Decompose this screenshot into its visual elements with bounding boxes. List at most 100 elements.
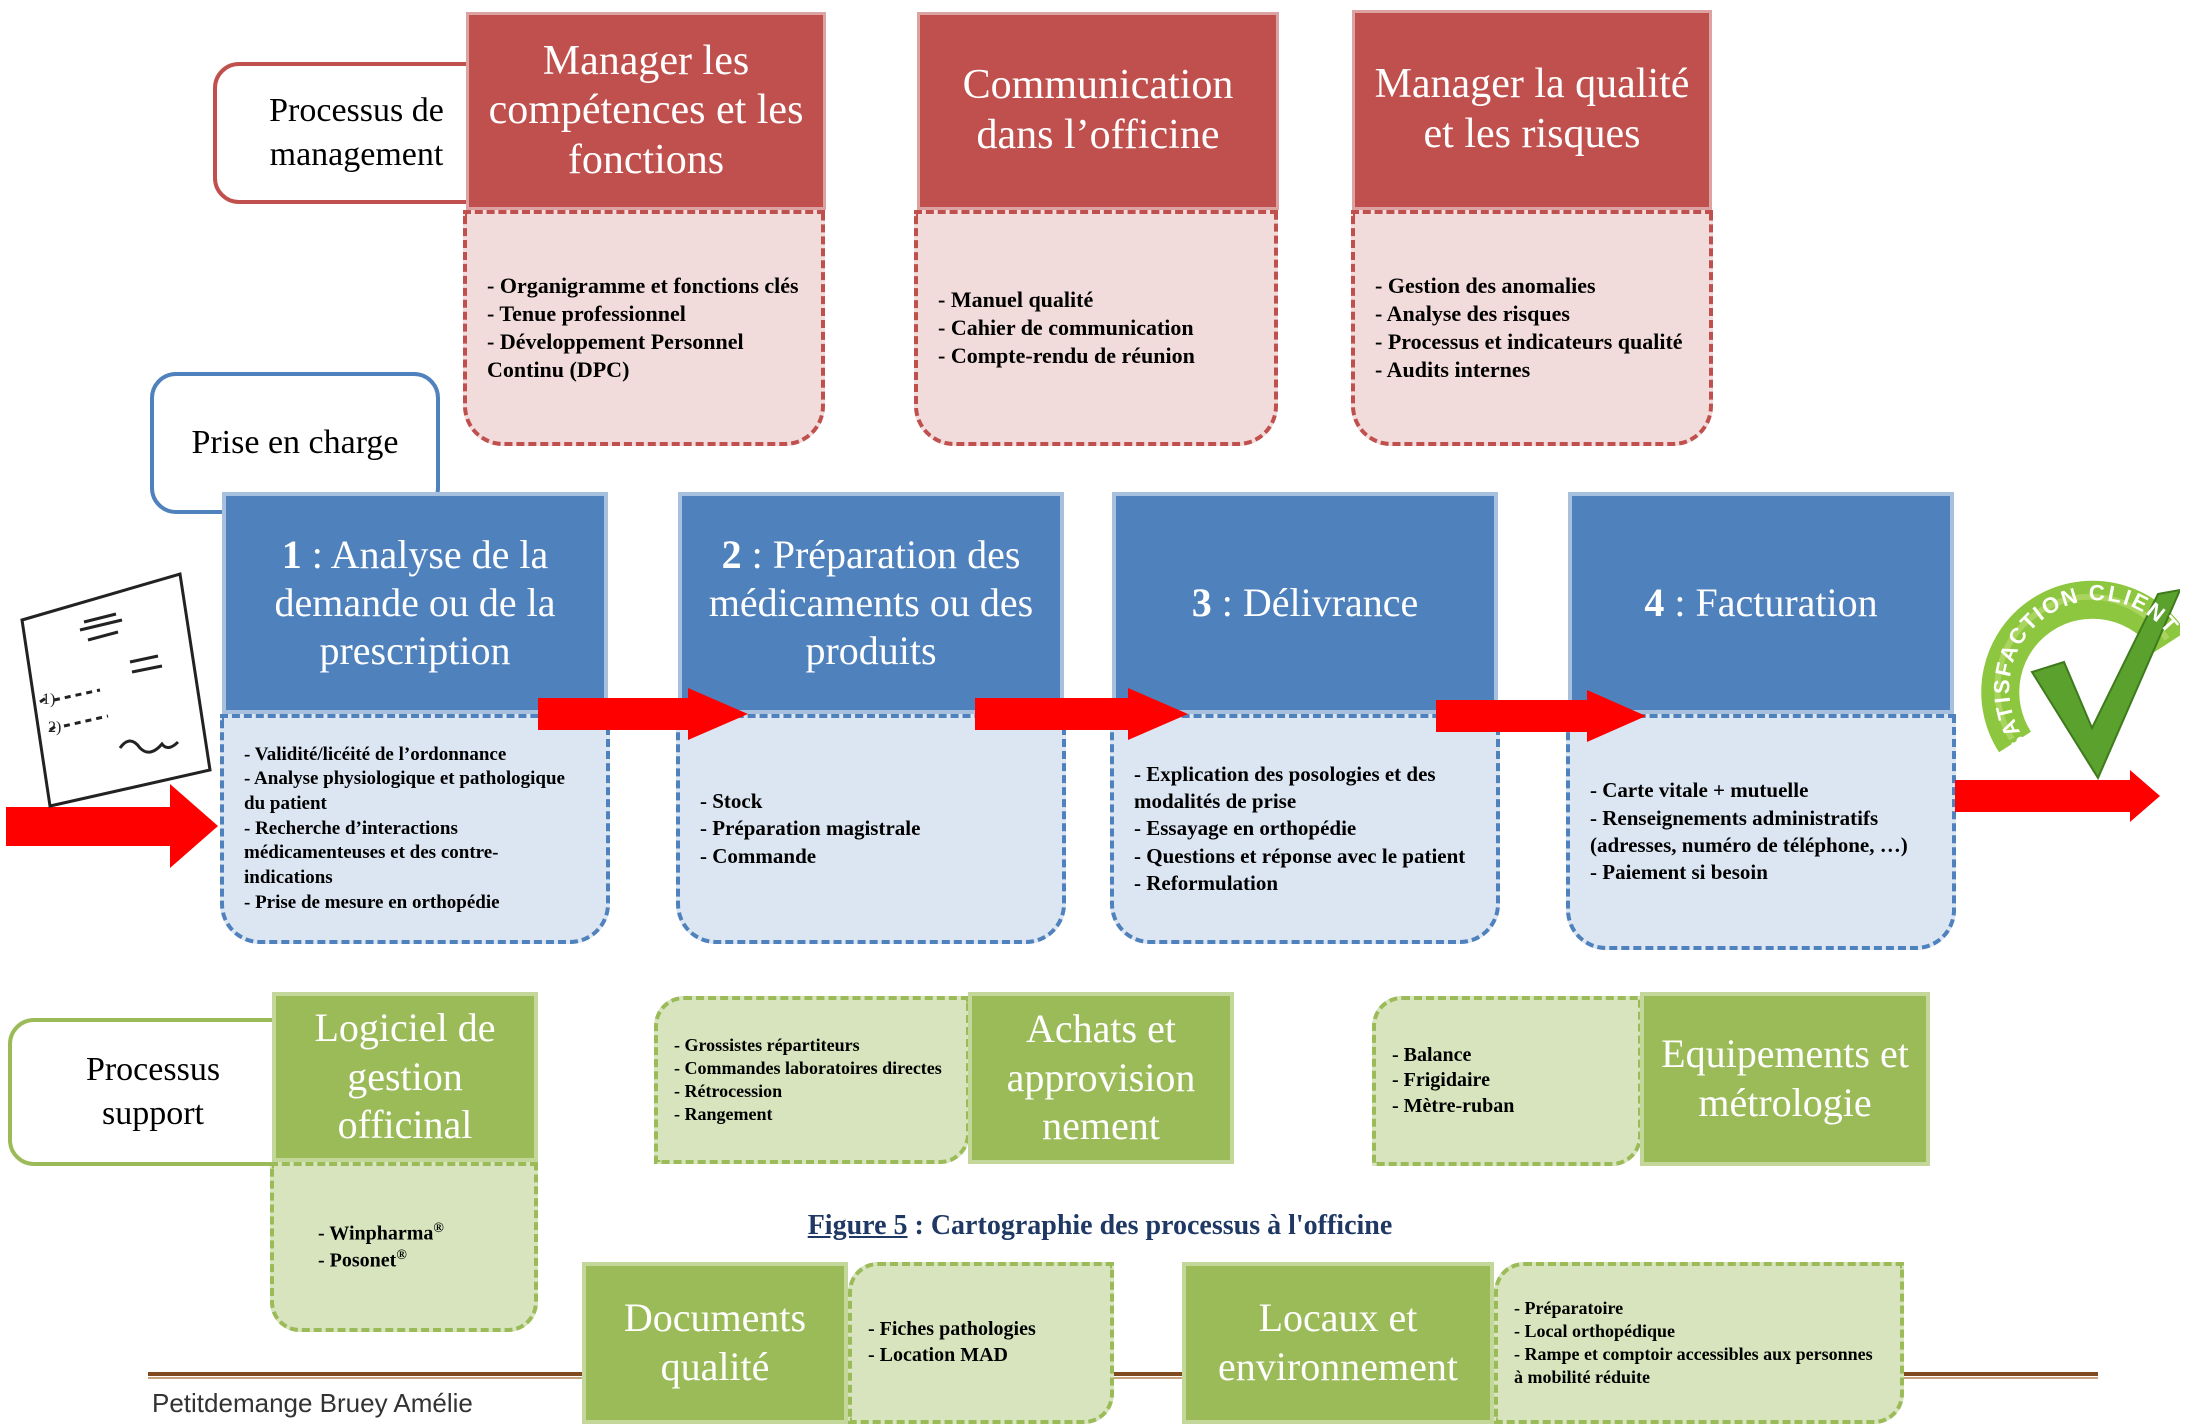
item-text: - Posonet: [318, 1249, 397, 1272]
list-item: - Location MAD: [868, 1344, 1008, 1366]
step-number: 2: [721, 532, 742, 577]
list-item: - Paiement si besoin: [1590, 860, 1768, 885]
support-logiciel-list: - Winpharma® - Posonet®: [270, 1162, 538, 1332]
list-item: - Analyse des risques: [1375, 300, 1570, 326]
support-label: Processus support: [8, 1018, 298, 1166]
step-3-header: 3 : Délivrance: [1112, 492, 1498, 714]
list-item: - Grossistes répartiteurs: [674, 1034, 860, 1055]
arrow-2-3: [975, 688, 1188, 740]
list-item: - Processus et indicateurs qualité: [1375, 329, 1683, 354]
list-item: - Explication des posologies et des moda…: [1134, 761, 1436, 814]
figure-label: Figure 5: [807, 1210, 908, 1241]
mgmt-quality-list: - Gestion des anomalies - Analyse des ri…: [1351, 210, 1713, 446]
step-4-header: 4 : Facturation: [1568, 492, 1954, 714]
list-item: - Validité/licéité de l’ordonnance: [244, 743, 507, 765]
satisfaction-label: SATISFACTION CLIENT: [1989, 580, 2180, 757]
support-locaux-header: Locaux et environnement: [1182, 1262, 1494, 1424]
list-item: - Cahier de communication: [938, 314, 1194, 340]
satisfaction-check-icon: [1981, 580, 2180, 781]
support-locaux-title: Locaux et environnement: [1218, 1295, 1458, 1389]
list-item: - Gestion des anomalies: [1375, 272, 1596, 298]
list-item: - Tenue professionnel: [487, 300, 686, 326]
svg-text:1): 1): [42, 691, 55, 708]
arrow-input: [6, 784, 218, 868]
list-item: - Compte-rendu de réunion: [938, 343, 1195, 369]
footer-rule: [148, 1372, 2098, 1379]
step-title: : Délivrance: [1211, 580, 1419, 625]
item-text: - Winpharma: [318, 1222, 434, 1245]
list-item: - Renseignements administratifs (adresse…: [1590, 805, 1908, 857]
arrow-output: [1955, 770, 2160, 822]
arrow-1-2: [538, 688, 748, 740]
step-3-title: 3 : Délivrance: [1192, 579, 1419, 627]
mgmt-communication-header: Communication dans l’officine: [917, 12, 1279, 210]
registered-mark: ®: [396, 1248, 407, 1263]
support-equipements-title: Equipements et métrologie: [1661, 1031, 1909, 1125]
mgmt-communication-title: Communication dans l’officine: [962, 62, 1234, 158]
step-4-title: 4 : Facturation: [1644, 579, 1877, 627]
mgmt-skills-title: Manager les compétences et les fonctions: [488, 37, 804, 183]
step-title: : Analyse de la demande ou de la prescri…: [274, 532, 556, 673]
list-item: - Fiches pathologies: [868, 1318, 1036, 1341]
support-logiciel-title: Logiciel de gestion officinal: [314, 1004, 496, 1148]
support-logiciel-header: Logiciel de gestion officinal: [272, 992, 538, 1162]
support-documents-list: - Fiches pathologies - Location MAD: [848, 1262, 1114, 1424]
step-3-list: - Explication des posologies et des moda…: [1110, 714, 1500, 944]
list-item: - Winpharma®: [318, 1220, 518, 1247]
step-1-title: 1 : Analyse de la demande ou de la presc…: [240, 531, 590, 675]
list-item: - Local orthopédique: [1514, 1320, 1676, 1341]
list-item: - Reformulation: [1134, 870, 1279, 895]
list-item: - Prise de mesure en orthopédie: [244, 891, 500, 913]
step-1-header: 1 : Analyse de la demande ou de la presc…: [222, 492, 608, 714]
list-item: - Commande: [700, 843, 817, 868]
list-item: - Manuel qualité: [938, 286, 1094, 312]
list-item: - Questions et réponse avec le patient: [1134, 843, 1466, 868]
figure-caption-text: : Cartographie des processus à l'officin…: [907, 1210, 1393, 1241]
list-item: - Essayage en orthopédie: [1134, 816, 1357, 841]
list-item: - Mètre-ruban: [1392, 1094, 1515, 1117]
mgmt-quality-title: Manager la qualité et les risques: [1374, 61, 1690, 157]
support-documents-header: Documents qualité: [582, 1262, 848, 1424]
arrow-3-4: [1436, 690, 1646, 742]
list-item: - Développement Personnel Continu (DPC): [487, 329, 744, 383]
list-item: - Rangement: [674, 1104, 773, 1125]
list-item: - Posonet®: [318, 1247, 518, 1274]
step-number: 1: [281, 532, 302, 577]
svg-text:SATISFACTION CLIENT: SATISFACTION CLIENT: [1989, 580, 2180, 757]
management-label: Processus de management: [213, 62, 500, 204]
support-locaux-list: - Préparatoire - Local orthopédique - Ra…: [1494, 1262, 1904, 1424]
satisfaction-text: SATISFACTION CLIENT: [1989, 580, 2180, 757]
list-item: - Commandes laboratoires directes: [674, 1057, 942, 1078]
list-item: - Rétrocession: [674, 1081, 783, 1101]
mgmt-quality-header: Manager la qualité et les risques: [1352, 10, 1712, 210]
support-documents-title: Documents qualité: [623, 1295, 807, 1389]
care-label: Prise en charge: [150, 372, 440, 514]
support-achats-header: Achats et approvision nement: [968, 992, 1234, 1164]
step-4-list: - Carte vitale + mutuelle - Renseignemen…: [1566, 714, 1956, 950]
step-number: 3: [1191, 580, 1212, 625]
figure-caption: Figure 5 : Cartographie des processus à …: [600, 1210, 1600, 1250]
list-item: - Rampe et comptoir accessibles aux pers…: [1514, 1344, 1873, 1388]
step-1-list: - Validité/licéité de l’ordonnance - Ana…: [220, 714, 610, 944]
list-item: - Analyse physiologique et pathologique …: [244, 768, 565, 814]
registered-mark: ®: [433, 1220, 444, 1236]
list-item: - Préparation magistrale: [700, 816, 921, 841]
svg-text:2): 2): [48, 719, 61, 736]
list-item: - Balance: [1392, 1043, 1472, 1066]
step-title: : Facturation: [1664, 580, 1878, 625]
support-equipements-list: - Balance - Frigidaire - Mètre-ruban: [1372, 996, 1642, 1166]
footer-author: Petitdemange Bruey Amélie: [152, 1388, 473, 1418]
list-item: - Carte vitale + mutuelle: [1590, 778, 1809, 803]
list-item: - Préparatoire: [1514, 1297, 1624, 1318]
list-item: - Frigidaire: [1392, 1069, 1490, 1092]
mgmt-skills-header: Manager les compétences et les fonctions: [466, 12, 826, 210]
step-2-list: - Stock - Préparation magistrale - Comma…: [676, 714, 1066, 944]
support-achats-title: Achats et approvision nement: [1006, 1005, 1196, 1149]
step-2-header: 2 : Préparation des médicaments ou des p…: [678, 492, 1064, 714]
list-item: - Stock: [700, 789, 763, 814]
support-achats-list: - Grossistes répartiteurs - Commandes la…: [654, 996, 970, 1164]
step-number: 4: [1644, 580, 1665, 625]
list-item: - Organigramme et fonctions clés: [487, 272, 799, 298]
list-item: - Audits internes: [1375, 357, 1531, 383]
